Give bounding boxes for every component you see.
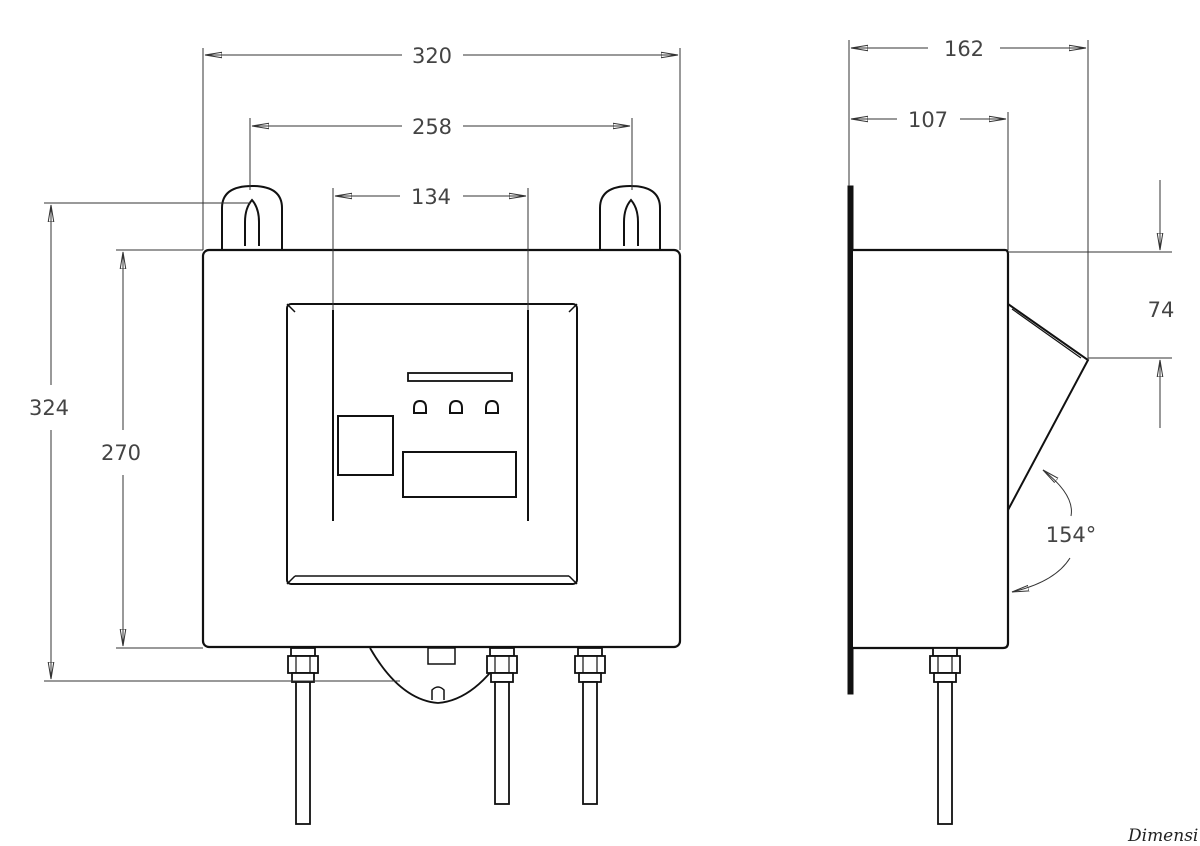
dim-overall-width: 320 — [412, 44, 452, 68]
display-window — [286, 303, 578, 585]
right-mounting-lug — [599, 184, 661, 250]
dim-lug-spacing: 258 — [412, 115, 452, 139]
bracket-notch — [431, 686, 445, 700]
indicator-led-2 — [449, 399, 463, 414]
right-lug-slot — [623, 198, 639, 246]
window-corner-tl — [286, 303, 296, 313]
front-dimensions — [44, 48, 681, 682]
rear-bracket — [369, 647, 509, 704]
angle-arc-154-top — [1043, 470, 1072, 517]
bracket-tab — [427, 647, 456, 665]
dim-body-depth: 107 — [908, 108, 948, 132]
side-enclosure-body — [853, 248, 1010, 650]
dim-lid-angle: 154° — [1046, 523, 1097, 547]
indicator-led-3 — [485, 399, 499, 414]
window-corner-bl — [286, 575, 296, 585]
dim-lid-drop: 74 — [1148, 298, 1175, 322]
cable-gland-middle — [486, 647, 518, 805]
display-screen — [402, 451, 517, 498]
left-lug-slot — [244, 198, 260, 246]
keypad-block — [337, 415, 394, 476]
panel-slot — [407, 372, 513, 382]
lid-edge — [1011, 308, 1082, 359]
cable-gland-right — [574, 647, 606, 805]
figure-caption: Dimensi — [1128, 826, 1199, 846]
indicator-led-1 — [413, 399, 427, 414]
window-corner-tr — [568, 303, 578, 313]
dim-panel-width: 134 — [411, 185, 451, 209]
left-mounting-lug — [221, 184, 283, 250]
side-view — [847, 185, 1090, 825]
window-corner-br — [568, 575, 578, 585]
angle-arc-154-bottom — [1012, 557, 1071, 592]
dim-overall-depth: 162 — [944, 37, 984, 61]
enclosure-body — [201, 248, 682, 649]
side-cable-gland — [929, 647, 961, 825]
front-view — [201, 184, 682, 825]
wall-plate — [847, 185, 854, 695]
side-dimensions — [848, 40, 1172, 592]
dim-overall-height: 324 — [29, 396, 69, 420]
cable-gland-left — [287, 647, 319, 825]
dim-body-height: 270 — [101, 441, 141, 465]
